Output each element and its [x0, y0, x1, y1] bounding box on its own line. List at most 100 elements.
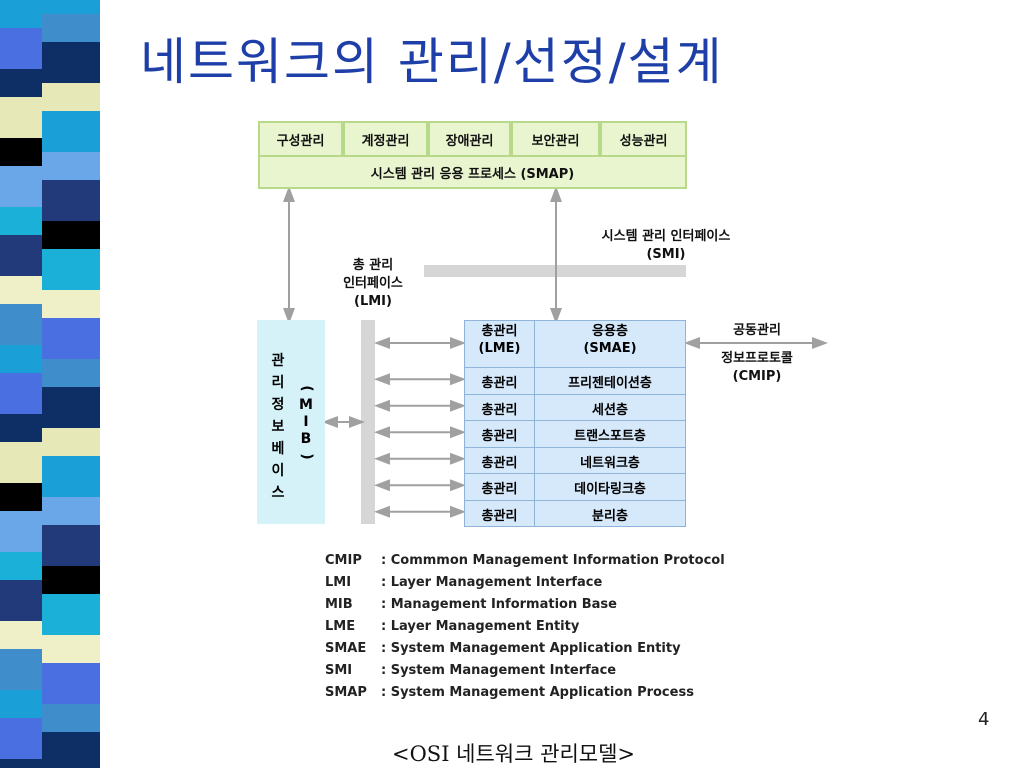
lme-header-line1: 총관리	[481, 324, 518, 339]
stripe-block	[42, 0, 100, 14]
legend-row: SMAE: System Management Application Enti…	[325, 637, 725, 659]
stripe-block	[0, 442, 42, 483]
stripe-block	[0, 690, 42, 718]
stripe-block	[42, 456, 100, 497]
stripe-block	[0, 235, 42, 276]
stripe-block	[42, 566, 100, 594]
lmi-bar	[361, 320, 375, 524]
lme-cell: 총관리	[481, 508, 518, 524]
stripe-block	[0, 552, 42, 580]
layer-name-cell: 분리층	[592, 508, 628, 524]
stripe-block	[42, 704, 100, 732]
layer-name-cell: 데이타링크층	[574, 482, 646, 497]
stripe-block	[42, 152, 100, 180]
lme-cell: 총관리	[481, 482, 518, 497]
page-title: 네트워크의 관리/선정/설계	[140, 33, 724, 91]
stripe-block	[0, 718, 42, 759]
legend-desc: : Layer Management Interface	[381, 574, 603, 590]
legend-desc: : System Management Application Process	[381, 684, 694, 700]
legend-desc: : Management Information Base	[381, 596, 617, 612]
layer-row-divider	[465, 420, 685, 421]
stripe-block	[0, 345, 42, 373]
cmip-label-line1: 공동관리	[733, 323, 781, 338]
figure-caption: <OSI 네트워크 관리모델>	[392, 742, 635, 766]
stripe-block	[42, 180, 100, 221]
mib-name-char: 보	[271, 419, 285, 435]
legend-desc: : Layer Management Entity	[381, 618, 580, 634]
stripe-block	[0, 373, 42, 414]
stripe-block	[0, 759, 42, 768]
mib-name-char: 정	[271, 397, 285, 413]
legend-row: SMI : System Management Interface	[325, 659, 725, 681]
smap-box: 시스템 관리 응용 프로세스 (SMAP)	[258, 155, 687, 189]
smae-header: 응용층 (SMAE)	[535, 323, 685, 357]
stripe-block	[42, 83, 100, 111]
stripe-block	[0, 97, 42, 138]
legend-abbr: MIB	[325, 596, 353, 612]
layer-row-divider	[465, 367, 685, 368]
lme-cell: 총관리	[481, 376, 518, 391]
stripe-block	[42, 42, 100, 83]
legend-desc: : Commmon Management Information Protoco…	[381, 552, 725, 568]
stripe-block	[0, 28, 42, 69]
stripe-block	[42, 525, 100, 566]
stripe-block	[0, 166, 42, 207]
smi-label-line1: 시스템 관리 인터페이스	[601, 229, 731, 244]
stripe-block	[42, 249, 100, 290]
function-box: 구성관리	[258, 121, 343, 157]
function-box: 장애관리	[428, 121, 511, 157]
layer-row-divider	[465, 473, 685, 474]
legend-row: LME: Layer Management Entity	[325, 615, 725, 637]
stripe-block	[42, 221, 100, 249]
mib-abbr-char: B	[300, 431, 312, 447]
lme-cell: 총관리	[481, 402, 518, 418]
lme-cell: 총관리	[481, 429, 518, 444]
stripe-block	[0, 304, 42, 345]
function-box: 성능관리	[600, 121, 687, 157]
stripe-block	[42, 359, 100, 387]
cmip-label-line2: 정보프로토콜	[721, 351, 793, 366]
cmip-label: 공동관리 정보프로토콜 (CMIP)	[697, 322, 817, 386]
function-box: 계정관리	[343, 121, 428, 157]
stripe-block	[42, 111, 100, 152]
function-box: 보안관리	[511, 121, 600, 157]
mib-name-char: 관	[271, 353, 285, 369]
legend-row: LMI : Layer Management Interface	[325, 571, 725, 593]
stripe-block	[42, 14, 100, 42]
mib-abbr-char: M	[299, 397, 313, 413]
mib-name-char: 베	[271, 441, 285, 457]
stripe-block	[42, 387, 100, 428]
lmi-label-line2: 인터페이스	[343, 276, 403, 291]
mib-abbr-char: (	[298, 385, 315, 392]
lme-cell: 총관리	[481, 455, 518, 471]
layer-row-divider	[465, 446, 685, 448]
legend-abbr: SMAE	[325, 640, 367, 656]
stripe-block	[42, 663, 100, 704]
legend-abbr: LMI	[325, 574, 352, 590]
legend-desc: : System Management Interface	[381, 662, 617, 678]
stripe-block	[42, 635, 100, 663]
lmi-label-line3: (LMI)	[354, 294, 392, 309]
mib-name-char: 이	[271, 463, 285, 479]
stripe-block	[42, 290, 100, 318]
stripe-block	[42, 594, 100, 635]
legend-abbr: SMAP	[325, 684, 367, 700]
stripe-block	[42, 732, 100, 768]
stripe-block	[0, 649, 42, 690]
layer-table-divider	[534, 321, 535, 526]
layer-name-cell: 트랜스포트층	[574, 429, 646, 444]
legend-abbr: CMIP	[325, 552, 362, 568]
legend-row: SMAP : System Management Application Proc…	[325, 681, 725, 703]
stripe-block	[42, 318, 100, 359]
layer-row-divider	[465, 393, 685, 395]
mib-abbr-char: )	[298, 453, 315, 460]
stripe-block	[0, 0, 42, 28]
legend-abbr: SMI	[325, 662, 353, 678]
stripe-block	[42, 497, 100, 525]
mib-abbr-char: I	[303, 414, 309, 430]
